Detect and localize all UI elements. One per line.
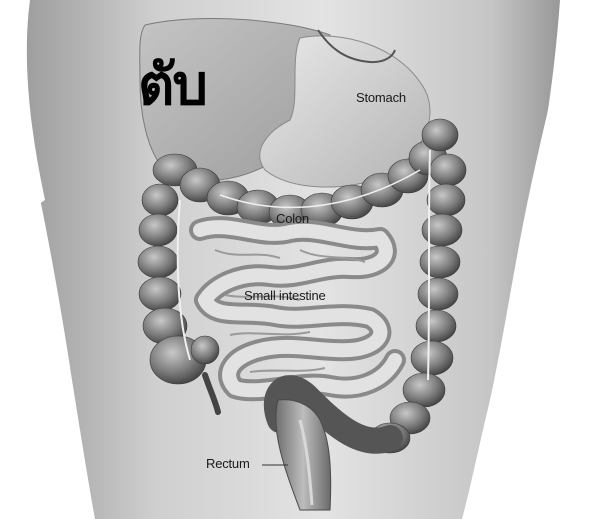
label-small-intestine: Small intestine [244, 288, 326, 303]
thai-title: ตับ [138, 58, 206, 114]
label-stomach: Stomach [356, 90, 406, 105]
label-rectum: Rectum [206, 456, 250, 471]
label-colon: Colon [276, 211, 309, 226]
